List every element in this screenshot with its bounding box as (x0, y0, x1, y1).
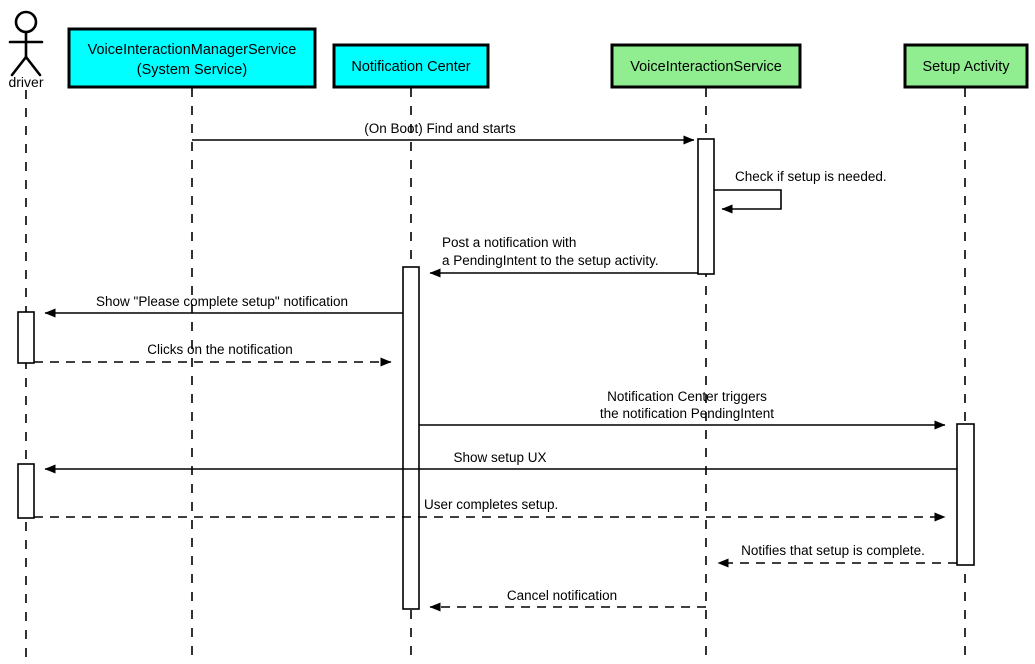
participant-notification-center[interactable]: Notification Center (332, 43, 490, 89)
message-label-cancel-notification: Cancel notification (507, 588, 617, 603)
message-notification-center-triggers-pendingintent[interactable]: Notification Center triggers the notific… (419, 389, 946, 430)
participant-box-notification-center[interactable] (332, 43, 490, 89)
message-label-notification-center-triggers-line1: Notification Center triggers (607, 389, 767, 404)
message-on-boot-find-and-starts[interactable]: (On Boot) Find and starts (192, 121, 695, 145)
message-label-notification-center-triggers-line2: the notification PendingIntent (600, 406, 774, 421)
message-label-clicks-on-the-notification: Clicks on the notification (147, 342, 293, 357)
message-clicks-on-the-notification[interactable]: Clicks on the notification (34, 342, 392, 367)
participant-box-setup-activity[interactable] (903, 43, 1029, 89)
message-user-completes-setup[interactable]: User completes setup. (34, 497, 946, 522)
message-cancel-notification[interactable]: Cancel notification (429, 588, 706, 612)
message-label-on-boot-find-and-starts: (On Boot) Find and starts (364, 121, 516, 136)
participant-box-voice-interaction-service[interactable] (610, 43, 802, 89)
message-label-post-a-notification-line2: a PendingIntent to the setup activity. (442, 253, 659, 268)
actor-stick-figure-icon (8, 10, 44, 77)
participant-label-vims-line1: VoiceInteractionManagerService (88, 42, 297, 58)
activation-driver-2 (17, 463, 35, 519)
participant-label-driver: driver (8, 74, 43, 90)
participant-label-notification-center: Notification Center (351, 59, 470, 75)
message-label-user-completes-setup: User completes setup. (424, 497, 558, 512)
activation-voice-interaction-service (697, 138, 715, 275)
participant-setup-activity[interactable]: Setup Activity (903, 43, 1029, 89)
message-label-show-please-complete-setup-notification: Show "Please complete setup" notificatio… (96, 294, 348, 309)
message-label-notifies-that-setup-is-complete: Notifies that setup is complete. (741, 543, 925, 558)
activation-driver-1 (17, 311, 35, 364)
message-post-a-notification[interactable]: Post a notification with a PendingIntent… (429, 235, 698, 278)
message-notifies-that-setup-is-complete[interactable]: Notifies that setup is complete. (717, 543, 957, 568)
participant-driver[interactable]: driver (8, 10, 44, 90)
participant-label-vims-line2: (System Service) (137, 62, 247, 78)
participant-voice-interaction-service[interactable]: VoiceInteractionService (610, 43, 802, 89)
message-show-setup-ux[interactable]: Show setup UX (44, 450, 957, 474)
activation-notification-center (402, 266, 420, 610)
participant-box-vims[interactable] (67, 27, 317, 89)
activation-setup-activity (956, 423, 975, 566)
message-label-show-setup-ux: Show setup UX (453, 450, 546, 465)
activation-bars (17, 138, 975, 610)
message-self-call-path (714, 189, 782, 214)
message-show-please-complete-setup-notification[interactable]: Show "Please complete setup" notificatio… (44, 294, 403, 318)
message-label-post-a-notification-line1: Post a notification with (442, 235, 576, 250)
participant-label-voice-interaction-service: VoiceInteractionService (630, 59, 782, 75)
message-label-check-if-setup-is-needed: Check if setup is needed. (735, 169, 887, 184)
participant-vims[interactable]: VoiceInteractionManagerService (System S… (67, 27, 317, 89)
participant-label-setup-activity: Setup Activity (922, 59, 1010, 75)
message-check-if-setup-is-needed[interactable]: Check if setup is needed. (714, 169, 887, 214)
